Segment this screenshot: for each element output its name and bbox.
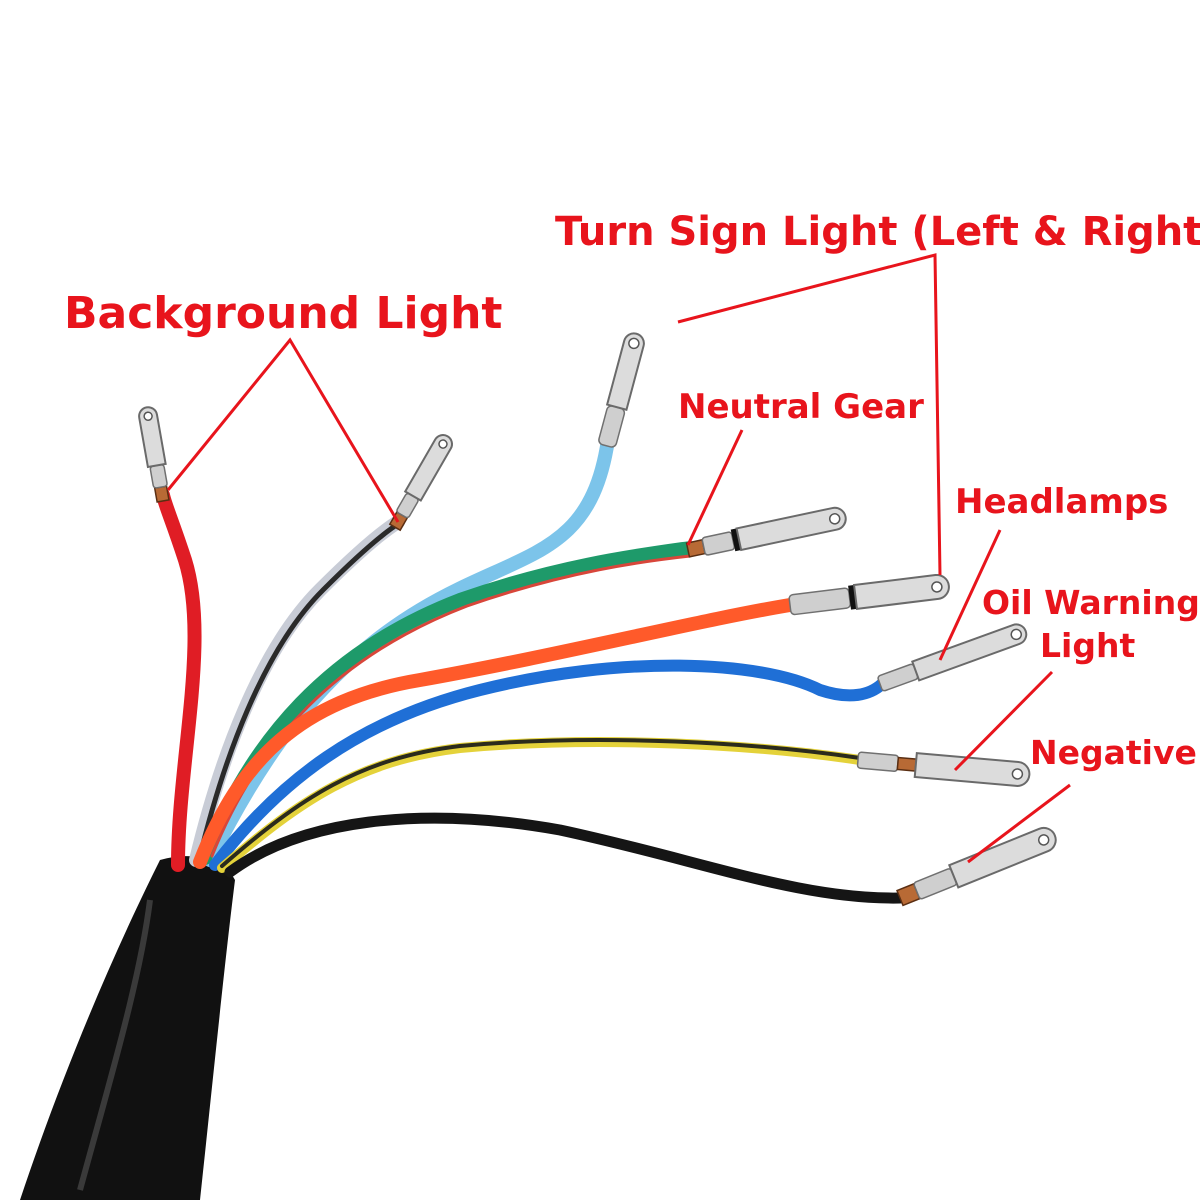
wire-yellow-black-stripe <box>220 738 862 868</box>
terminal-red <box>138 406 170 503</box>
label-negative: Negative <box>1030 733 1197 772</box>
labels: Background Light Turn Sign Light (Left &… <box>64 209 1200 772</box>
terminal-light-blue <box>598 332 645 448</box>
leader-headlamps <box>938 529 1002 661</box>
leader-background-light <box>166 337 400 523</box>
leader-oil-warning <box>953 670 1054 772</box>
label-oil-warning-line2: Light <box>1040 626 1135 665</box>
wire-blue <box>209 659 888 871</box>
wire-grey-black-stripe <box>196 519 404 863</box>
wire-red <box>156 488 202 872</box>
label-headlamps: Headlamps <box>955 482 1168 522</box>
label-neutral-gear: Neutral Gear <box>678 387 924 427</box>
harness-highlight <box>77 899 153 1191</box>
wires <box>156 433 906 904</box>
leader-lines <box>166 253 1071 864</box>
terminal-orange <box>788 574 950 616</box>
terminals <box>138 332 1057 907</box>
leader-negative <box>967 783 1071 864</box>
terminal-green <box>685 506 847 558</box>
harness-sheath <box>20 856 235 1200</box>
label-background-light: Background Light <box>64 288 502 339</box>
terminal-yellow-black <box>856 751 1031 787</box>
leader-neutral-gear <box>686 429 744 546</box>
wire-orange <box>193 598 797 869</box>
label-turn-sign-light: Turn Sign Light (Left & Right) <box>555 209 1200 255</box>
label-oil-warning-line1: Oil Warning <box>982 583 1200 622</box>
wire-black <box>224 812 906 904</box>
terminal-blue <box>877 623 1028 692</box>
terminal-black <box>896 826 1057 907</box>
leader-turn-sign-light <box>677 253 942 576</box>
terminal-grey-black <box>388 434 453 532</box>
